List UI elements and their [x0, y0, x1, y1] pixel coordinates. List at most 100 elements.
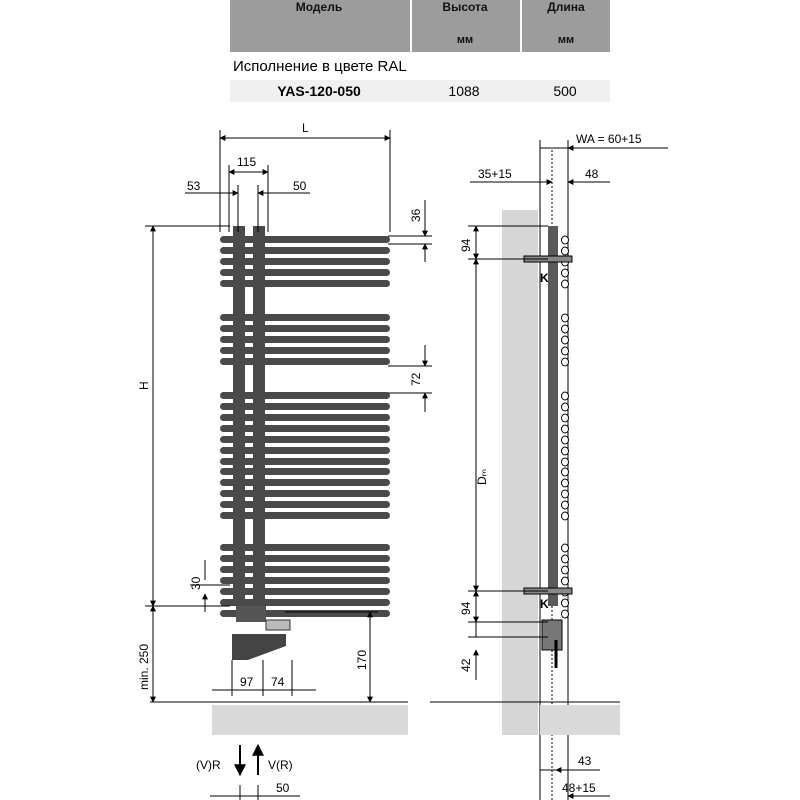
dim-74: 74	[271, 675, 285, 689]
heating-bar	[220, 269, 390, 276]
side-bar-end	[561, 609, 569, 619]
floor-hatch	[212, 705, 408, 735]
heating-bar	[220, 436, 390, 443]
dim-72: 72	[409, 372, 423, 386]
heating-bar	[220, 236, 390, 243]
front-view: L 115 53 50 36 72 H 30	[137, 121, 432, 800]
dim-48: 48	[585, 167, 599, 181]
heating-bar	[220, 501, 390, 508]
side-bar-end	[561, 478, 569, 488]
flow-right-label: V(R)	[268, 758, 293, 772]
side-bar-end	[561, 335, 569, 345]
heating-bar	[220, 425, 390, 432]
header-height-unit: мм	[456, 34, 474, 46]
header-length-label: Длина	[547, 0, 585, 14]
side-bar-end	[561, 489, 569, 499]
dim-L: L	[302, 121, 309, 135]
heating-bar	[220, 577, 390, 584]
dim-115: 115	[237, 155, 256, 169]
side-bar-end	[561, 424, 569, 434]
valve-housing	[232, 634, 286, 660]
dim-43: 43	[578, 754, 592, 768]
dim-42: 42	[459, 658, 473, 672]
k-bottom: K	[540, 597, 549, 611]
header-height: Высота мм	[410, 0, 518, 52]
heating-bar	[220, 314, 390, 321]
header-model-label: Модель	[295, 0, 343, 14]
dim-30: 30	[189, 576, 203, 590]
table-header-row: Модель Высота мм Длина мм	[230, 0, 610, 52]
side-bar-end	[561, 279, 569, 289]
valve-body	[236, 606, 266, 622]
dim-53: 53	[187, 179, 201, 193]
radiator-side-profile	[548, 226, 558, 606]
flow-left-label: (V)R	[196, 758, 221, 772]
side-bar-end	[561, 246, 569, 256]
dim-bottom-50: 50	[276, 781, 290, 795]
side-bar-end	[561, 391, 569, 401]
wall	[502, 210, 538, 735]
heating-bar	[220, 555, 390, 562]
dim-97: 97	[240, 675, 254, 689]
heating-bar	[220, 403, 390, 410]
side-bar-end	[561, 598, 569, 608]
dim-170: 170	[355, 650, 369, 670]
side-bar-end	[561, 511, 569, 521]
dim-wa: WA = 60+15	[576, 132, 642, 146]
side-bar-end	[561, 402, 569, 412]
dim-94-bottom: 94	[459, 601, 473, 615]
side-bar-end	[561, 324, 569, 334]
height-cell: 1088	[448, 83, 480, 99]
side-bar-end	[561, 346, 569, 356]
heating-bar	[220, 336, 390, 343]
heating-bars	[220, 236, 390, 617]
heating-bar	[220, 414, 390, 421]
heating-bar	[220, 544, 390, 551]
heating-bar	[220, 258, 390, 265]
header-height-label: Высота	[442, 0, 488, 14]
heating-bar	[220, 325, 390, 332]
dim-min-250: min. 250	[137, 644, 151, 690]
k-top: K	[540, 271, 549, 285]
spec-table: Модель Высота мм Длина мм Исполнение в ц…	[0, 0, 800, 110]
side-bar-end	[561, 554, 569, 564]
table-row: YAS-120-050 1088 500	[230, 80, 610, 102]
variant-label: Исполнение в цвете RAL	[233, 58, 407, 75]
heating-bar	[220, 588, 390, 595]
side-bar-end	[561, 357, 569, 367]
side-bar-end	[561, 268, 569, 278]
heating-bar	[220, 280, 390, 287]
heating-bar	[220, 458, 390, 465]
side-bar-end	[561, 576, 569, 586]
length-cell: 500	[553, 83, 577, 99]
heating-bar	[220, 566, 390, 573]
heating-bar	[220, 347, 390, 354]
side-bar-end	[561, 446, 569, 456]
model-cell: YAS-120-050	[277, 83, 361, 99]
side-view: K K WA = 60+15 35+15 48 94 Dₘ 94	[430, 132, 668, 800]
side-bar-end	[561, 413, 569, 423]
header-model: Модель	[230, 0, 408, 52]
heating-bar	[220, 490, 390, 497]
dim-H: H	[137, 381, 151, 390]
header-length-unit: мм	[557, 34, 575, 46]
side-bar-end	[561, 235, 569, 245]
header-length: Длина мм	[520, 0, 610, 52]
side-bar-end	[561, 467, 569, 477]
heating-bar	[220, 468, 390, 475]
heating-bar	[220, 392, 390, 399]
side-bar-end	[561, 313, 569, 323]
dim-dm: Dₘ	[475, 469, 489, 485]
dim-48-15: 48+15	[562, 781, 596, 795]
side-bar-end	[561, 500, 569, 510]
heating-bar	[220, 358, 390, 365]
side-valve	[541, 619, 563, 651]
side-bar-end	[561, 457, 569, 467]
heating-bar	[220, 599, 390, 606]
side-bars	[561, 235, 569, 619]
dim-36: 36	[409, 208, 423, 222]
valve-connector	[265, 619, 291, 631]
dim-94-top: 94	[459, 238, 473, 252]
dim-35-15: 35+15	[478, 167, 512, 181]
side-bar-end	[561, 543, 569, 553]
